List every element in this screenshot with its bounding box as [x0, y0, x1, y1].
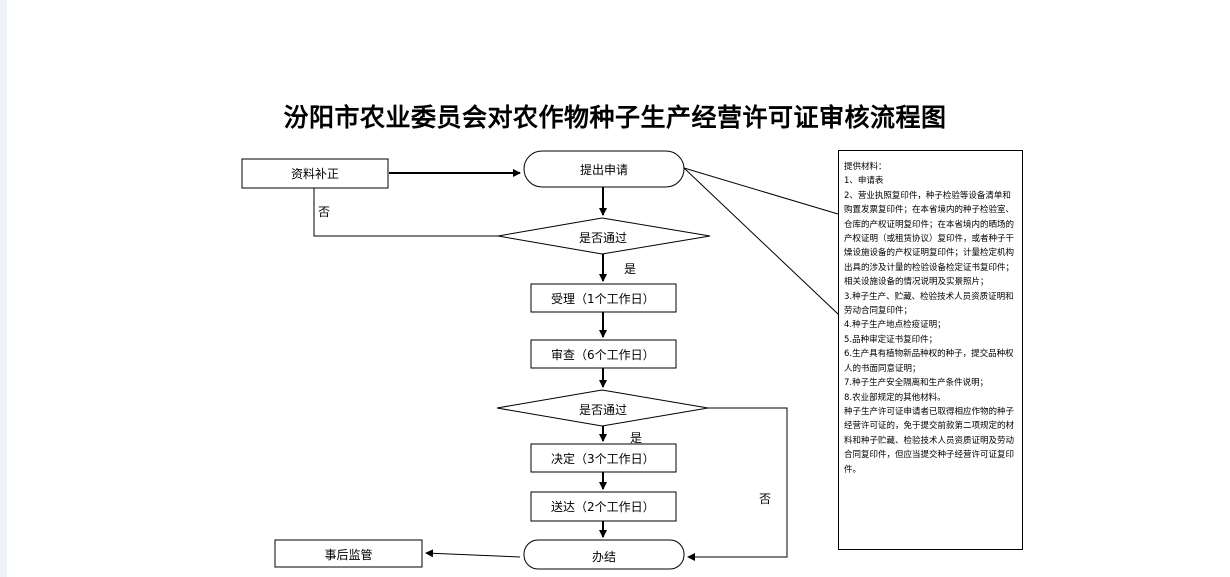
decide-box: [530, 443, 677, 473]
materials-panel: 提供材料： 1、申请表 2、营业执照复印件，种子检验等设备清单和购置发票复印件；…: [838, 150, 1023, 550]
supervise-box: [274, 539, 423, 568]
finish-label: 办结: [591, 550, 616, 564]
accept-label: 受理（1个工作日）: [551, 292, 655, 306]
supplement-box: [241, 158, 389, 189]
materials-line: 提供材料：: [844, 162, 887, 172]
supplement-label: 资料补正: [290, 167, 339, 181]
materials-line: 8.农业部规定的其他材料。: [844, 392, 946, 403]
arrow-finish-to-supervise: [425, 549, 521, 558]
materials-line: 3.种子生产、贮藏、检验技术人员资质证明和劳动合同复印件；: [844, 291, 1014, 317]
page-title: 汾阳市农业委员会对农作物种子生产经营许可证审核流程图: [283, 103, 947, 132]
materials-line: 6.生产具有植物新品种权的种子，提交品种权人的书面同意证明；: [844, 349, 1014, 374]
edge-yes1-label: 是: [624, 262, 637, 276]
edge-no1-label: 否: [318, 205, 331, 219]
materials-line: 2、营业执照复印件，种子检验等设备清单和购置发票复印件；在本省境内的种子检验室、…: [844, 190, 1015, 288]
materials-line: 种子生产许可证申请者已取得相应作物的种子经营许可证的，免于提交前款第二项规定的材…: [844, 406, 1015, 475]
review-label: 审查（6个工作日）: [551, 348, 655, 362]
materials-line: 1、申请表: [844, 176, 884, 187]
deliver-box: [530, 491, 677, 522]
supervise-label: 事后监管: [324, 548, 373, 562]
review-box: [530, 339, 677, 369]
window-left-edge: [0, 0, 7, 577]
materials-line: 4.种子生产地点检疫证明；: [844, 320, 946, 331]
materials-line: 7.种子生产安全隔离和生产条件说明；: [844, 378, 989, 389]
check2-label: 是否通过: [578, 403, 627, 417]
finish-terminal: [523, 539, 685, 570]
edge-no2-label: 否: [759, 492, 772, 506]
callout-line-lower: [683, 167, 839, 315]
accept-box: [530, 283, 677, 313]
callout-line-upper: [683, 167, 839, 215]
submit-label: 提出申请: [579, 163, 628, 177]
edge-yes2-label: 是: [630, 431, 643, 445]
check1-label: 是否通过: [578, 231, 627, 245]
materials-line: 5.品种审定证书复印件；: [844, 334, 938, 345]
deliver-label: 送达（2个工作日）: [551, 500, 655, 514]
line-check1-no-to-supplement: [313, 188, 498, 237]
arrow-check2-no-to-finish: [687, 407, 788, 561]
decide-label: 决定（3个工作日）: [551, 452, 655, 466]
